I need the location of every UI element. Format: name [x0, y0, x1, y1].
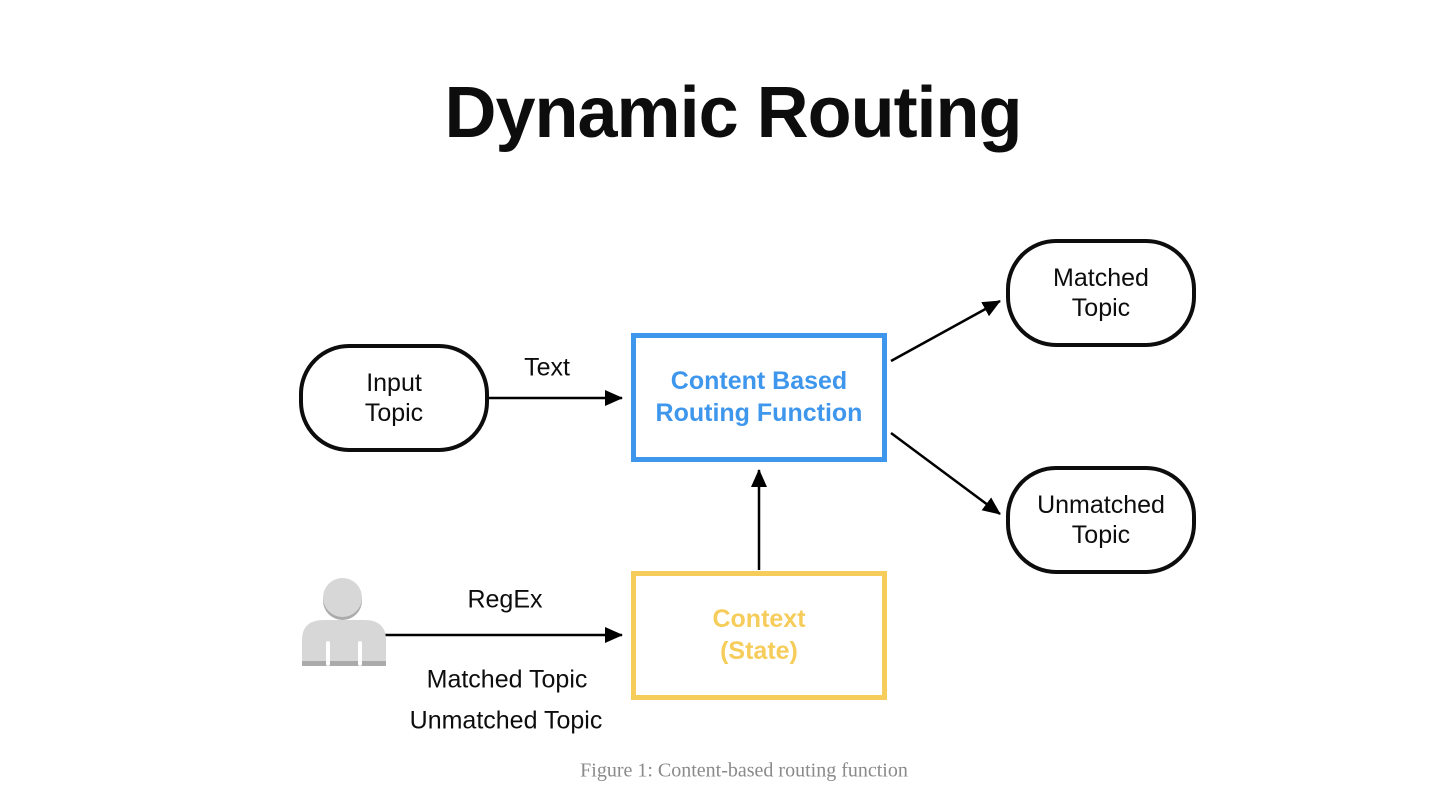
edge-label-unmatched-topic: Unmatched Topic [409, 706, 603, 735]
node-context-state-label: Context (State) [712, 605, 806, 665]
node-matched-topic-label: Matched Topic [1053, 263, 1149, 323]
edge-label-text: Text [524, 353, 570, 382]
node-content-based-routing-function: Content Based Routing Function [631, 333, 887, 462]
node-input-topic: Input Topic [299, 344, 489, 452]
figure-caption: Figure 1: Content-based routing function [580, 759, 908, 782]
node-context-state: Context (State) [631, 571, 887, 700]
node-unmatched-topic-label: Unmatched Topic [1037, 490, 1165, 550]
node-routing-function-label: Content Based Routing Function [655, 367, 863, 427]
page-title: Dynamic Routing [444, 73, 1022, 153]
node-matched-topic: Matched Topic [1006, 239, 1196, 347]
node-input-topic-label: Input Topic [364, 368, 424, 428]
edge-label-matched-topic: Matched Topic [426, 665, 588, 694]
node-unmatched-topic: Unmatched Topic [1006, 466, 1196, 574]
edge-routing-to-matched [890, 299, 1001, 363]
edge-routing-to-unmatched [890, 431, 1001, 516]
edge-label-regex: RegEx [467, 585, 543, 614]
person-icon [302, 578, 386, 666]
